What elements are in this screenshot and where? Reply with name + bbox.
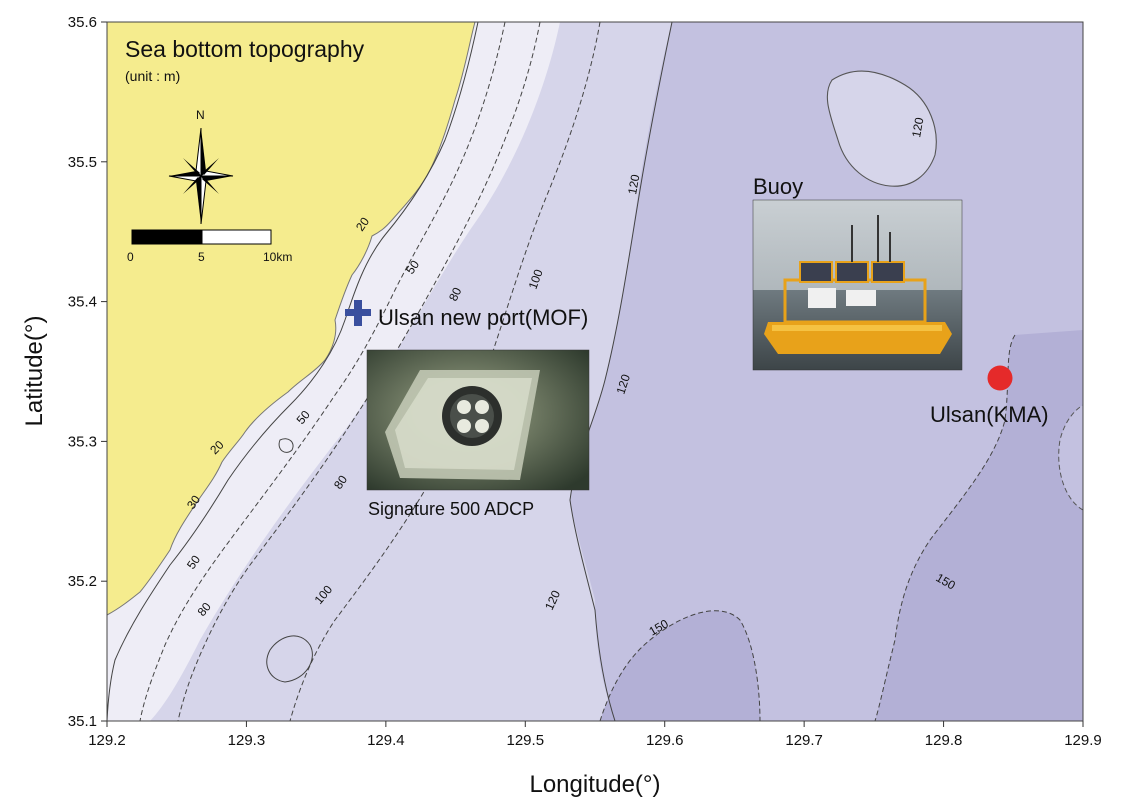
deepest-zone-east bbox=[875, 330, 1083, 721]
contour-label: 120 bbox=[909, 116, 926, 138]
x-tick-label: 129.6 bbox=[646, 732, 684, 749]
y-tick-label: 35.5 bbox=[68, 154, 97, 171]
bathymetry bbox=[107, 22, 1083, 721]
scale-label: 0 bbox=[127, 250, 134, 264]
station-label-mof: Ulsan new port(MOF) bbox=[378, 305, 588, 330]
plot-frame bbox=[106, 21, 1084, 722]
x-tick-label: 129.5 bbox=[507, 732, 545, 749]
x-tick-label: 129.9 bbox=[1064, 732, 1102, 749]
buoy-photo bbox=[752, 199, 963, 371]
y-tick-label: 35.6 bbox=[68, 14, 97, 31]
x-tick-label: 129.7 bbox=[785, 732, 823, 749]
y-tick-label: 35.4 bbox=[68, 294, 97, 311]
contour-label: 120 bbox=[625, 173, 642, 195]
y-tick-label: 35.3 bbox=[68, 433, 97, 450]
x-axis-label: Longitude(°) bbox=[529, 771, 660, 798]
x-tick-label: 129.4 bbox=[367, 732, 405, 749]
station-marker-kma bbox=[987, 365, 1013, 391]
contour-label: 80 bbox=[446, 285, 464, 303]
y-axis-label: Latitude(°) bbox=[21, 316, 48, 427]
seamount-120 bbox=[826, 70, 937, 187]
station-marker-mof bbox=[345, 300, 371, 326]
adcp-caption: Signature 500 ADCP bbox=[368, 499, 534, 519]
x-axis-ticks: 129.2 129.3 129.4 129.5 129.6 129.7 129.8 129.9 bbox=[88, 721, 1102, 749]
x-tick-label: 129.8 bbox=[925, 732, 963, 749]
scale-bar bbox=[131, 229, 272, 245]
station-label-kma: Ulsan(KMA) bbox=[930, 402, 1049, 427]
east-bank bbox=[1058, 404, 1083, 511]
contour-lines bbox=[107, 22, 1016, 721]
north-label: N bbox=[196, 108, 205, 122]
contour-label: 100 bbox=[526, 267, 546, 291]
adcp-photo bbox=[366, 349, 590, 491]
x-tick-label: 129.2 bbox=[88, 732, 126, 749]
scale-label: 5 bbox=[198, 250, 205, 264]
y-tick-label: 35.2 bbox=[68, 573, 97, 590]
y-tick-label: 35.1 bbox=[68, 713, 97, 730]
scale-label: 10km bbox=[263, 250, 292, 264]
deepest-zone-south bbox=[600, 610, 760, 721]
map-title: Sea bottom topography bbox=[125, 36, 365, 62]
y-axis-ticks: 35.1 35.2 35.3 35.4 35.5 35.6 bbox=[68, 14, 107, 730]
compass-rose-icon bbox=[168, 127, 234, 225]
unit-note: (unit : m) bbox=[125, 68, 180, 84]
x-tick-label: 129.3 bbox=[228, 732, 266, 749]
buoy-caption: Buoy bbox=[753, 174, 803, 199]
contour-label: 120 bbox=[614, 372, 634, 396]
